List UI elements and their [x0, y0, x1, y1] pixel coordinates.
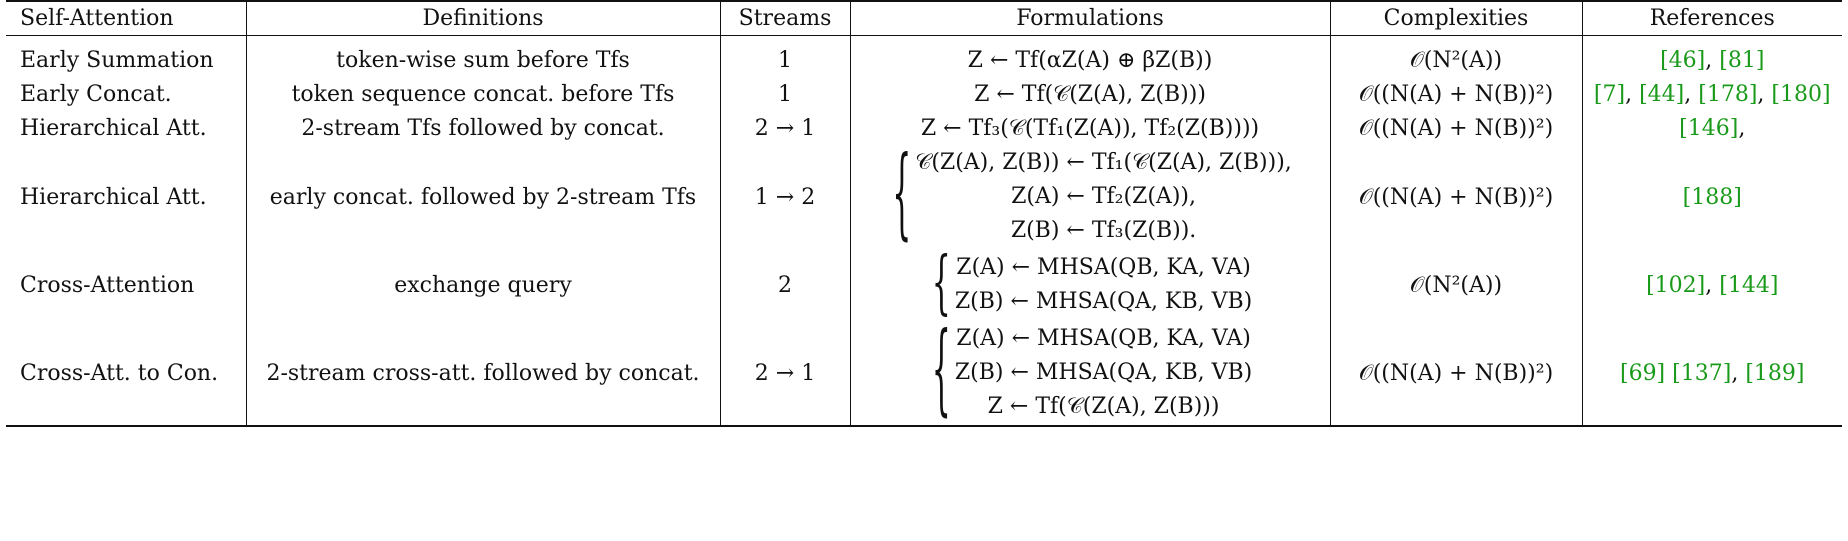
- row-formulation: Z ← Tf(αZ(A) ⊕ βZ(B)): [849, 43, 1330, 77]
- row-references: [46], [81]: [1581, 43, 1842, 77]
- row-name: Hierarchical Att.: [20, 184, 207, 210]
- row-definition: token sequence concat. before Tfs: [245, 77, 720, 111]
- left-brace-icon: {: [892, 137, 912, 254]
- row-formulation: { Z(A) ← MHSA(QB, KA, VA) Z(B) ← MHSA(QA…: [849, 321, 1330, 427]
- row-name: Hierarchical Att.: [20, 115, 207, 141]
- citation-link[interactable]: [137]: [1672, 360, 1732, 386]
- formulation-line: Z(B) ← MHSA(QA, KB, VB): [954, 289, 1253, 314]
- row-references: [146],: [1581, 111, 1842, 145]
- row-complexity: 𝒪((N(A) + N(B))²): [1329, 111, 1582, 145]
- table-row: Early Summation token-wise sum before Tf…: [6, 43, 1842, 77]
- formulation-line: Z(B) ← MHSA(QA, KB, VB): [954, 360, 1253, 385]
- left-brace-icon: {: [931, 243, 951, 325]
- row-name: Cross-Attention: [20, 272, 195, 298]
- row-definition: 2-stream Tfs followed by concat.: [245, 111, 720, 145]
- header-references: References: [1581, 0, 1842, 36]
- row-definition: token-wise sum before Tfs: [245, 43, 720, 77]
- row-streams: 2: [719, 249, 850, 321]
- table-header-row: Self-Attention Definitions Streams Formu…: [6, 0, 1842, 36]
- row-name: Early Summation: [20, 47, 214, 73]
- table-row: Cross-Attention exchange query 2 { Z(A) …: [6, 249, 1842, 321]
- citation-link[interactable]: [46]: [1660, 47, 1706, 73]
- row-streams: 1: [719, 77, 850, 111]
- row-references: [188]: [1581, 145, 1842, 249]
- citation-link[interactable]: [188]: [1682, 184, 1742, 210]
- table-row: Hierarchical Att. 2-stream Tfs followed …: [6, 111, 1842, 145]
- citation-link[interactable]: [81]: [1719, 47, 1765, 73]
- row-streams: 1: [719, 43, 850, 77]
- row-streams: 1 → 2: [719, 145, 850, 249]
- formulation-line: Z(A) ← MHSA(QB, KA, VA): [956, 326, 1251, 351]
- citation-link[interactable]: [189]: [1745, 360, 1805, 386]
- row-references: [102], [144]: [1581, 249, 1842, 321]
- formulation-line: Z(A) ← MHSA(QB, KA, VA): [956, 255, 1251, 280]
- citation-link[interactable]: [69]: [1619, 360, 1666, 386]
- row-formulation: Z ← Tf₃(𝒞(Tf₁(Z(A)), Tf₂(Z(B)))): [849, 111, 1330, 145]
- citation-link[interactable]: [180]: [1771, 81, 1831, 107]
- row-complexity: 𝒪((N(A) + N(B))²): [1329, 77, 1582, 111]
- row-definition: 2-stream cross-att. followed by concat.: [245, 321, 720, 427]
- row-complexity: 𝒪((N(A) + N(B))²): [1329, 145, 1582, 249]
- formulation-line: Z(B) ← Tf₃(Z(B)).: [1010, 218, 1197, 243]
- row-complexity: 𝒪(N²(A)): [1329, 43, 1582, 77]
- row-definition: exchange query: [245, 249, 720, 321]
- citation-link[interactable]: [178]: [1698, 81, 1758, 107]
- citation-link[interactable]: [146]: [1679, 115, 1739, 141]
- table-row: Hierarchical Att. early concat. followed…: [6, 145, 1842, 249]
- row-complexity: 𝒪((N(A) + N(B))²): [1329, 321, 1582, 427]
- row-streams: 2 → 1: [719, 111, 850, 145]
- table-row: Early Concat. token sequence concat. bef…: [6, 77, 1842, 111]
- formulation-line: Z ← Tf(𝒞(Z(A), Z(B))): [987, 394, 1220, 419]
- row-references: [69] [137], [189]: [1581, 321, 1842, 427]
- row-formulation: { Z(A) ← MHSA(QB, KA, VA) Z(B) ← MHSA(QA…: [849, 249, 1330, 321]
- header-formulations: Formulations: [849, 0, 1330, 36]
- row-references: [7], [44], [178], [180]: [1581, 77, 1842, 111]
- header-definitions: Definitions: [245, 0, 720, 36]
- row-name: Early Concat.: [20, 81, 172, 107]
- table-row: Cross-Att. to Con. 2-stream cross-att. f…: [6, 321, 1842, 427]
- self-attention-variants-table: Self-Attention Definitions Streams Formu…: [6, 0, 1842, 427]
- formulation-line: Z(A) ← Tf₂(Z(A)),: [1011, 184, 1196, 209]
- formulation-line: 𝒞(Z(A), Z(B)) ← Tf₁(𝒞(Z(A), Z(B))),: [915, 150, 1292, 175]
- header-streams: Streams: [719, 0, 850, 36]
- citation-link[interactable]: [102]: [1646, 272, 1706, 298]
- row-complexity: 𝒪(N²(A)): [1329, 249, 1582, 321]
- row-formulation: Z ← Tf(𝒞(Z(A), Z(B))): [849, 77, 1330, 111]
- header-self-attention: Self-Attention: [6, 0, 246, 36]
- citation-link[interactable]: [44]: [1639, 81, 1685, 107]
- row-formulation: { 𝒞(Z(A), Z(B)) ← Tf₁(𝒞(Z(A), Z(B))), Z(…: [849, 145, 1330, 249]
- header-complexities: Complexities: [1329, 0, 1582, 36]
- row-name: Cross-Att. to Con.: [6, 321, 246, 427]
- citation-link[interactable]: [144]: [1719, 272, 1779, 298]
- row-definition: early concat. followed by 2-stream Tfs: [245, 145, 720, 249]
- citation-link[interactable]: [7]: [1593, 81, 1626, 107]
- row-streams: 2 → 1: [719, 321, 850, 427]
- left-brace-icon: {: [931, 313, 951, 430]
- paper-table-page: Self-Attention Definitions Streams Formu…: [6, 0, 1842, 427]
